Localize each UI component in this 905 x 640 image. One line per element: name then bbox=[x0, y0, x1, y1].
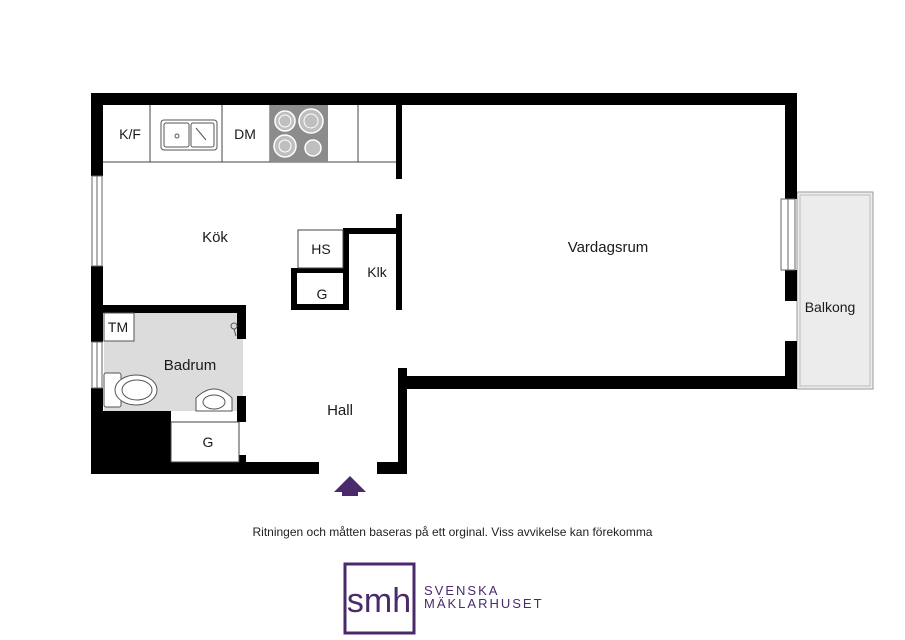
living-room-label: Vardagsrum bbox=[568, 239, 649, 256]
washbasin-icon bbox=[195, 388, 233, 412]
brand-monogram: smh bbox=[347, 582, 411, 620]
brand-logo: smh SVENSKA MÄKLARHUSET bbox=[343, 562, 544, 635]
walls bbox=[91, 93, 797, 474]
sink-icon bbox=[160, 119, 218, 151]
g-top-label: G bbox=[317, 286, 328, 302]
hall-label: Hall bbox=[327, 402, 353, 419]
balcony-inner-line bbox=[799, 194, 871, 387]
balcony-label: Balkong bbox=[805, 299, 856, 315]
stove-icon bbox=[270, 105, 328, 162]
shower-icon bbox=[230, 322, 238, 337]
disclaimer-text: Ritningen och måtten baseras på ett orgi… bbox=[252, 525, 653, 539]
bath-closet-box bbox=[170, 421, 240, 463]
hs-label: HS bbox=[311, 241, 330, 257]
washing-machine-label: TM bbox=[108, 319, 128, 335]
bathroom-label: Badrum bbox=[164, 357, 217, 374]
toilet-icon bbox=[103, 372, 158, 408]
balcony-floor bbox=[796, 191, 874, 390]
tm-box bbox=[103, 312, 135, 342]
brand-line2: MÄKLARHUSET bbox=[424, 596, 544, 611]
windows bbox=[91, 175, 796, 389]
g-bottom-label: G bbox=[203, 434, 214, 450]
entrance-arrow-icon bbox=[334, 476, 366, 496]
brand-line1: SVENSKA bbox=[424, 583, 499, 598]
kitchen-label: Kök bbox=[202, 229, 228, 246]
closet-label: Klk bbox=[367, 264, 387, 280]
hs-box bbox=[297, 229, 344, 269]
fridge-freezer-label: K/F bbox=[119, 126, 141, 142]
dishwasher-label: DM bbox=[234, 126, 256, 142]
